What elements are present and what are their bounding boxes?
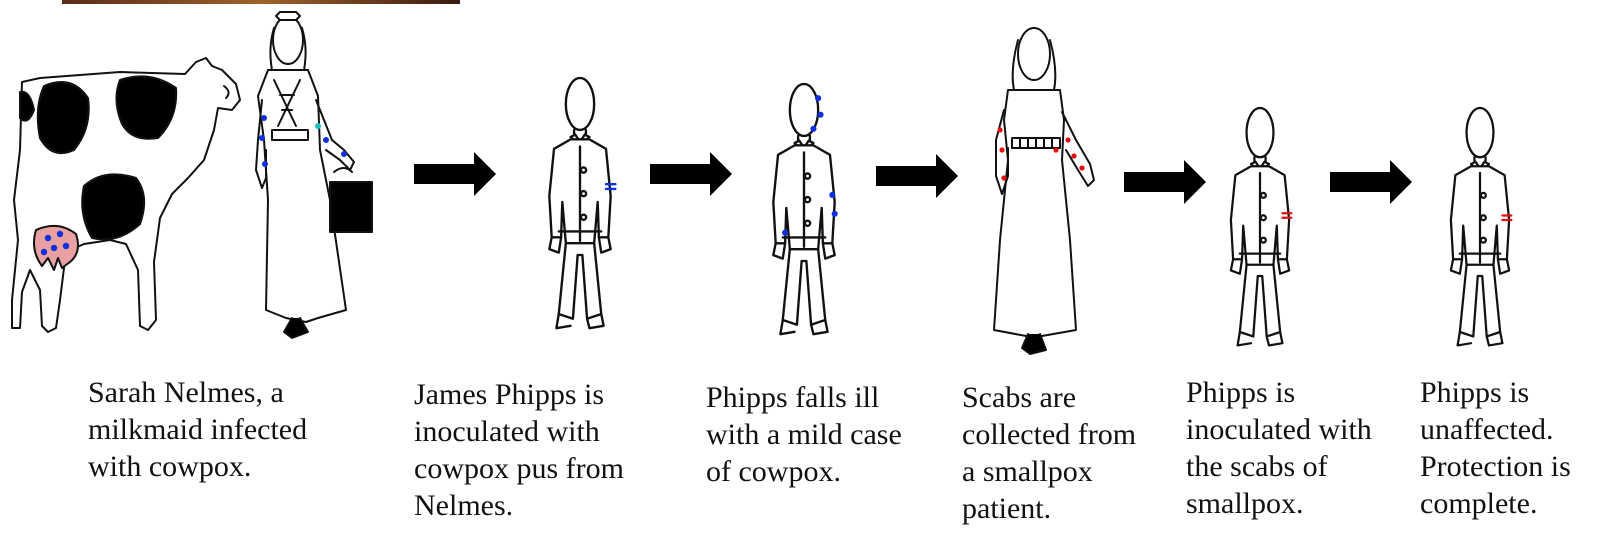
arrow-2 — [650, 152, 732, 196]
step-6-caption: Phipps is unaffected. Protection is comp… — [1420, 374, 1571, 522]
step-3-caption: Phipps falls ill with a mild case of cow… — [706, 379, 902, 490]
phipps-inoculated-smallpox — [1231, 108, 1291, 345]
cow-illustration — [12, 58, 240, 332]
phipps-ill-cowpox — [773, 84, 837, 334]
phipps-unaffected — [1451, 108, 1511, 345]
arrow-1 — [414, 152, 496, 196]
smallpox-patient-illustration — [994, 28, 1094, 354]
milkmaid-illustration — [256, 12, 372, 338]
arrow-3 — [876, 154, 958, 198]
step-1-caption: Sarah Nelmes, a milkmaid infected with c… — [88, 374, 307, 485]
step-4-caption: Scabs are collected from a smallpox pati… — [962, 379, 1136, 527]
step-2-caption: James Phipps is inoculated with cowpox p… — [414, 376, 624, 524]
phipps-inoculated-cowpox — [549, 78, 615, 328]
arrow-4 — [1124, 160, 1206, 204]
arrow-5 — [1330, 160, 1412, 204]
step-5-caption: Phipps is inoculated with the scabs of s… — [1186, 374, 1372, 522]
